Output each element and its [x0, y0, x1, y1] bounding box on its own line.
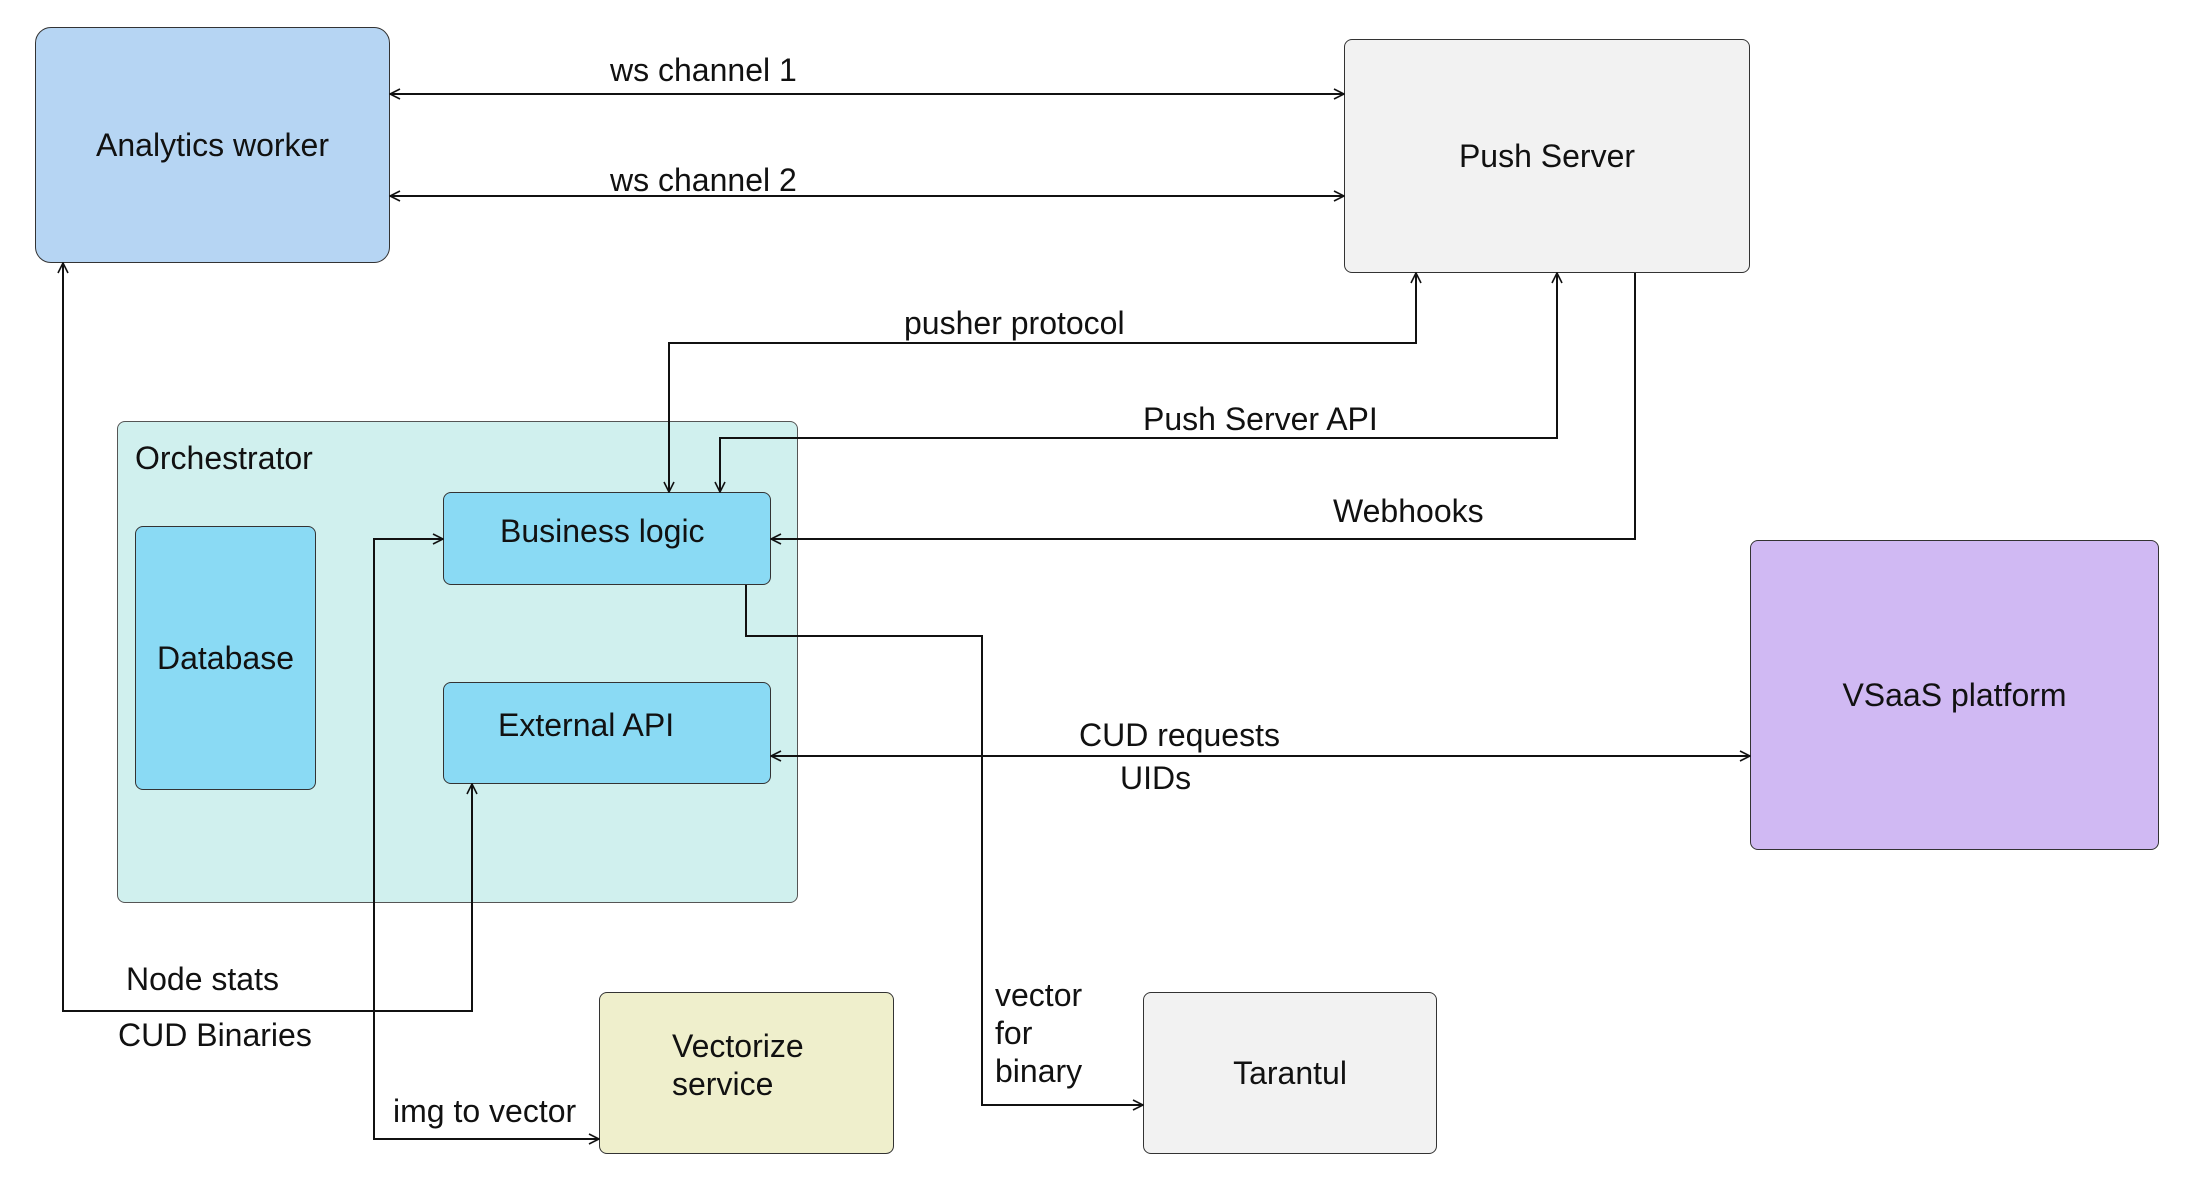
vectorize-service-label: Vectorize service: [672, 1028, 804, 1102]
push-server-api-label: Push Server API: [1143, 401, 1378, 437]
img-to-vector-edge: [373, 539, 599, 1139]
pusher-protocol-label: pusher protocol: [904, 305, 1125, 341]
ws-channel-2-label: ws channel 2: [610, 162, 797, 198]
cud-requests-label: CUD requests: [1079, 717, 1280, 753]
img-to-vector-label: img to vector: [393, 1093, 577, 1129]
vectorize-service-node: Vectorize service: [599, 992, 894, 1154]
node-stats-label: Node stats: [126, 961, 279, 997]
uids-label: UIDs: [1120, 760, 1192, 796]
vector-for-binary-edge: [745, 585, 1143, 1105]
analytics-worker-label: Analytics worker: [96, 126, 329, 163]
push-server-node: Push Server: [1344, 39, 1750, 273]
tarantul-label: Tarantul: [1233, 1054, 1347, 1091]
push-server-api-edge: [720, 273, 1557, 492]
cud-binaries-label: CUD Binaries: [118, 1017, 312, 1053]
vsaas-platform-label: VSaaS platform: [1842, 676, 2067, 713]
vector-for-binary-label: vector for binary: [995, 977, 1083, 1089]
tarantul-node: Tarantul: [1143, 992, 1437, 1154]
vsaas-platform-node: VSaaS platform: [1750, 540, 2159, 850]
ws-channel-1-label: ws channel 1: [610, 52, 797, 88]
node-stats-cud-binaries-edge: [63, 263, 472, 1012]
webhooks-edge: [771, 273, 1636, 539]
webhooks-label: Webhooks: [1333, 493, 1484, 529]
push-server-label: Push Server: [1458, 137, 1636, 174]
